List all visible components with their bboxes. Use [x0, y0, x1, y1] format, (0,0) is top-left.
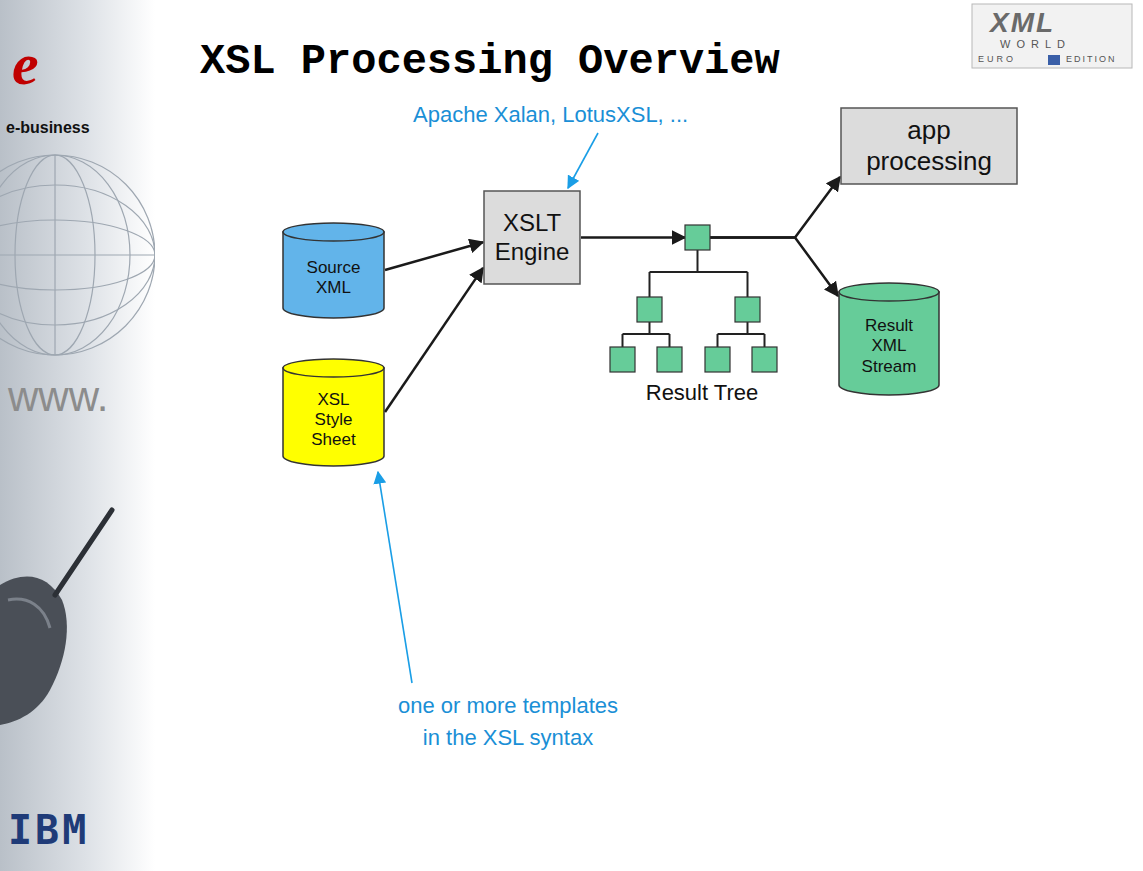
- tree-node-square: [735, 297, 760, 322]
- cylinder-top: [839, 283, 939, 301]
- data-store-cylinder: XSL Style Sheet: [282, 358, 385, 466]
- callout-leader: [568, 133, 598, 188]
- tree-branch: [697, 250, 699, 272]
- tree-node-square: [637, 297, 662, 322]
- watermark-text: www.: [8, 372, 108, 422]
- cylinder-body: [283, 368, 384, 466]
- tree-branch: [649, 272, 651, 297]
- node-label: Result XML Stream: [858, 316, 920, 376]
- event-logo-text: XML: [990, 6, 1055, 40]
- tree-branch: [747, 322, 749, 334]
- tree-node-square: [610, 347, 635, 372]
- tree-branch: [650, 271, 748, 273]
- tree-branch: [649, 322, 651, 334]
- flow-arrow: [385, 268, 483, 412]
- tree-branch: [623, 333, 670, 335]
- tree-branch: [747, 272, 749, 297]
- callout-text: one or more templates in the XSL syntax: [394, 690, 622, 754]
- cylinder-top: [283, 359, 384, 377]
- event-logo-mark: [1048, 55, 1060, 65]
- callout-leader: [378, 472, 412, 683]
- tree-branch: [718, 333, 765, 335]
- slide-title: XSL Processing Overview: [200, 38, 780, 86]
- brand-mark: e: [12, 28, 39, 100]
- event-logo-text: WORLD: [1000, 38, 1071, 51]
- callout-text: Apache Xalan, LotusXSL, ...: [413, 102, 688, 128]
- node-label: XSL Style Sheet: [304, 390, 364, 450]
- company-logo: IBM: [8, 806, 89, 854]
- tree-branch: [764, 334, 766, 347]
- node-label: Source XML: [299, 258, 369, 298]
- cylinder-top: [283, 223, 384, 241]
- data-store-cylinder: Source XML: [282, 222, 385, 318]
- node-label: XSLT Engine: [489, 209, 575, 266]
- tree-node-square: [685, 225, 710, 250]
- tree-branch: [622, 334, 624, 347]
- result-tree: Result Tree: [605, 222, 799, 412]
- flow-arrow: [581, 236, 685, 239]
- cylinder-body: [283, 232, 384, 318]
- node-label: Result Tree: [605, 380, 799, 406]
- hand-illustration: [0, 510, 112, 725]
- tree-node-square: [657, 347, 682, 372]
- cylinder-body: [839, 292, 939, 395]
- tree-node-square: [705, 347, 730, 372]
- flow-arrow: [385, 242, 483, 270]
- box-fill: [841, 108, 1017, 184]
- tree-branch: [717, 334, 719, 347]
- box-fill: [484, 191, 580, 284]
- node-label: app processing: [854, 115, 1004, 176]
- brand-name: e-business: [6, 118, 90, 137]
- event-logo-plate: [972, 4, 1132, 68]
- event-logo-text: EURO: [978, 54, 1016, 65]
- globe-illustration: [0, 155, 155, 355]
- event-logo-text: EDITION: [1066, 54, 1117, 65]
- tree-node-square: [752, 347, 777, 372]
- flow-arrow: [710, 177, 840, 238]
- tree-branch: [669, 334, 671, 347]
- flow-arrow: [710, 238, 838, 297]
- data-store-cylinder: Result XML Stream: [838, 282, 940, 395]
- process-box: app processing: [840, 107, 1018, 185]
- sidebar-band: [0, 0, 155, 871]
- process-box: XSLT Engine: [483, 190, 581, 285]
